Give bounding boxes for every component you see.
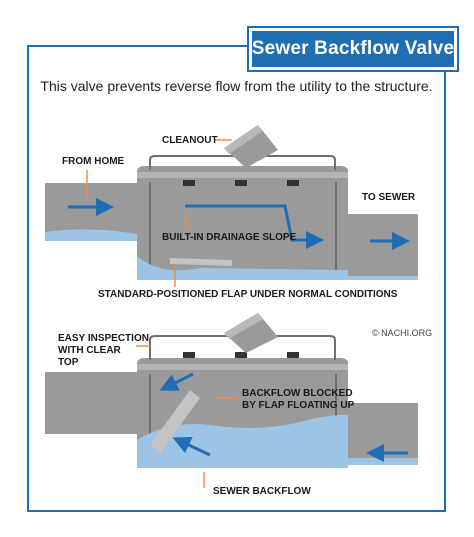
- to-sewer-label: TO SEWER: [362, 192, 416, 203]
- cleanout-cap-bottom: [224, 313, 278, 353]
- inspection-label-3: TOP: [58, 357, 79, 368]
- outlet-pipe: [348, 214, 418, 276]
- from-home-label: FROM HOME: [62, 156, 125, 167]
- subtitle: This valve prevents reverse flow from th…: [40, 78, 433, 94]
- inspection-label-2: WITH CLEAR: [58, 345, 122, 356]
- blocked-label-2: BY FLAP FLOATING UP: [242, 400, 355, 411]
- inlet-pipe-bottom: [45, 372, 137, 434]
- flap-normal: [170, 258, 232, 266]
- cleanout-label: CLEANOUT: [162, 135, 218, 146]
- slope-arrow: [185, 204, 324, 249]
- outlet-pipe-bottom: [348, 403, 418, 465]
- water-top: [45, 229, 418, 280]
- top-diagram: CLEANOUT FROM HOME TO SEWER BUILT-IN DRA…: [45, 125, 418, 300]
- flap-normal-label: STANDARD-POSITIONED FLAP UNDER NORMAL CO…: [98, 289, 398, 300]
- page-title: Sewer Backflow Valve: [251, 38, 455, 59]
- flap-floating: [150, 390, 200, 453]
- title-banner: Sewer Backflow Valve: [247, 26, 459, 72]
- bottom-diagram: EASY INSPECTION WITH CLEAR TOP BACKFLOW …: [45, 313, 418, 497]
- cleanout-cap: [224, 125, 278, 168]
- sewer-backflow-label: SEWER BACKFLOW: [213, 486, 311, 497]
- drainage-slope-label: BUILT-IN DRAINAGE SLOPE: [162, 232, 297, 243]
- valve-body: [137, 166, 348, 280]
- inspection-label-1: EASY INSPECTION: [58, 333, 149, 344]
- blocked-label-1: BACKFLOW BLOCKED: [242, 388, 353, 399]
- credit-text: © NACHI.ORG: [372, 328, 432, 338]
